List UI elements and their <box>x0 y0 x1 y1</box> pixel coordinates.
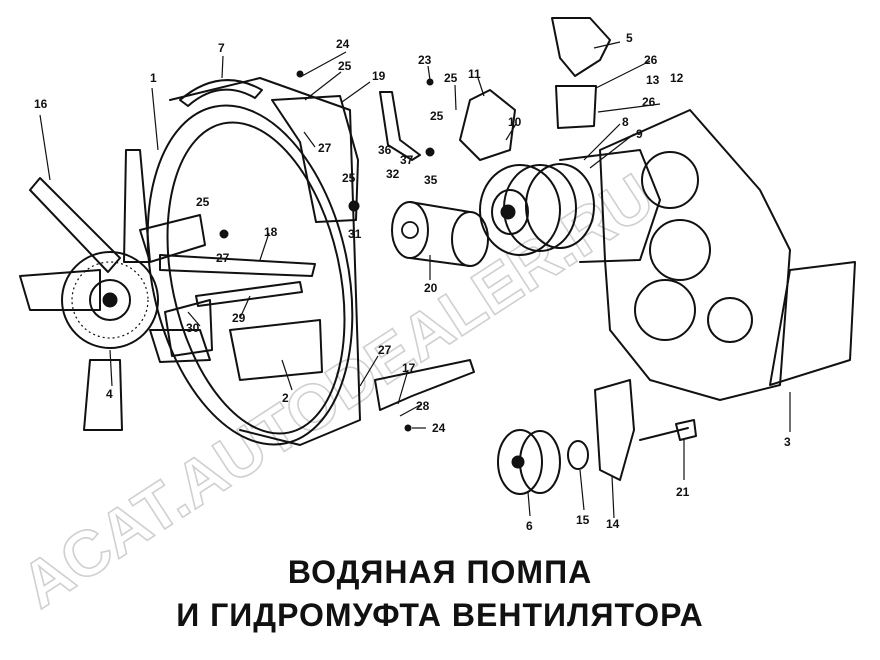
hose-36 <box>379 91 421 161</box>
callout-2: 2 <box>282 391 289 405</box>
callout-10: 10 <box>508 115 522 129</box>
callout-14: 14 <box>606 517 620 531</box>
callout-26-top: 26 <box>644 53 658 67</box>
nut-35 <box>425 147 435 157</box>
fan-assembly <box>19 149 211 431</box>
callout-15: 15 <box>576 513 590 527</box>
callout-27-lower: 27 <box>378 343 392 357</box>
timing-cover <box>599 109 856 401</box>
pump-housing <box>559 149 661 263</box>
callout-13: 13 <box>646 73 660 87</box>
bolt-24-lower <box>404 424 412 432</box>
callout-25-pump: 25 <box>430 109 444 123</box>
strut-18 <box>159 254 316 277</box>
callout-27-bracket: 27 <box>318 141 332 155</box>
crank-pulley-6 <box>497 429 561 495</box>
outlet-pipe-11 <box>459 89 516 161</box>
lower-bracket-17 <box>374 359 475 411</box>
callout-3: 3 <box>784 435 791 449</box>
callout-28: 28 <box>416 399 430 413</box>
callout-4: 4 <box>106 387 113 401</box>
callout-24-lower: 24 <box>432 421 446 435</box>
callout-labels: 1 2 3 4 5 6 7 8 9 10 11 12 13 14 15 16 1… <box>34 31 791 533</box>
callout-25-top: 25 <box>338 59 352 73</box>
callout-31: 31 <box>348 227 362 241</box>
fan-clutch-outer <box>61 251 159 349</box>
callout-9: 9 <box>636 127 643 141</box>
thermostat-5 <box>551 17 611 77</box>
callout-37: 37 <box>400 153 414 167</box>
callout-20: 20 <box>424 281 438 295</box>
callout-26-lower: 26 <box>642 95 656 109</box>
strut-29 <box>195 281 303 307</box>
fan-blade-lower-right <box>149 329 211 363</box>
bolt-21 <box>639 419 697 441</box>
nut-31 <box>348 200 360 212</box>
leader-lines <box>39 41 791 519</box>
fan-clutch-fins <box>71 261 149 339</box>
pump-pulley-10 <box>479 163 595 256</box>
bolt-24-top <box>296 70 304 78</box>
callout-30: 30 <box>186 321 200 335</box>
callout-7: 7 <box>218 41 225 55</box>
callout-5: 5 <box>626 31 633 45</box>
bushing-15 <box>567 440 589 470</box>
callout-17: 17 <box>402 361 416 375</box>
cover-plate-3 <box>769 261 856 386</box>
callout-25-left: 25 <box>196 195 210 209</box>
callout-12: 12 <box>670 71 684 85</box>
fan-center <box>102 292 118 308</box>
diagram-title-line-2: И ГИДРОМУФТА ВЕНТИЛЯТОРА <box>176 597 704 633</box>
callout-19: 19 <box>372 69 386 83</box>
callout-18: 18 <box>264 225 278 239</box>
upper-bracket <box>271 95 359 223</box>
nut-27 <box>219 229 229 239</box>
shroud-inner-ring <box>166 121 346 435</box>
shroud-outer-ring <box>146 104 354 446</box>
callout-8: 8 <box>622 115 629 129</box>
clamp-30 <box>164 299 213 357</box>
shroud-panel-2 <box>229 319 323 381</box>
callout-29: 29 <box>232 311 246 325</box>
spacer-20 <box>391 201 489 267</box>
callout-32: 32 <box>386 167 400 181</box>
fan-blade-bottom <box>83 359 123 431</box>
callout-25-bracket: 25 <box>342 171 356 185</box>
callout-21: 21 <box>676 485 690 499</box>
callout-11: 11 <box>468 67 481 81</box>
callout-6: 6 <box>526 519 533 533</box>
ring-segment <box>179 79 263 107</box>
diagram-title-line-1: ВОДЯНАЯ ПОМПА <box>287 554 593 590</box>
callout-36: 36 <box>378 143 392 157</box>
fan-clutch-hub <box>89 279 131 321</box>
fan-blade-left <box>19 269 101 311</box>
fan-blade-upper-left <box>29 177 121 273</box>
fan-blade-top <box>123 149 151 263</box>
callout-35: 35 <box>424 173 438 187</box>
callout-25-mid: 25 <box>444 71 458 85</box>
callout-1: 1 <box>150 71 157 85</box>
callout-24-top: 24 <box>336 37 350 51</box>
tensioner-bracket-14 <box>594 379 635 481</box>
fan-blade-right <box>139 214 206 263</box>
callout-27-left: 27 <box>216 251 230 265</box>
callout-16: 16 <box>34 97 48 111</box>
callout-23: 23 <box>418 53 432 67</box>
thermostat-housing-13 <box>555 85 597 129</box>
